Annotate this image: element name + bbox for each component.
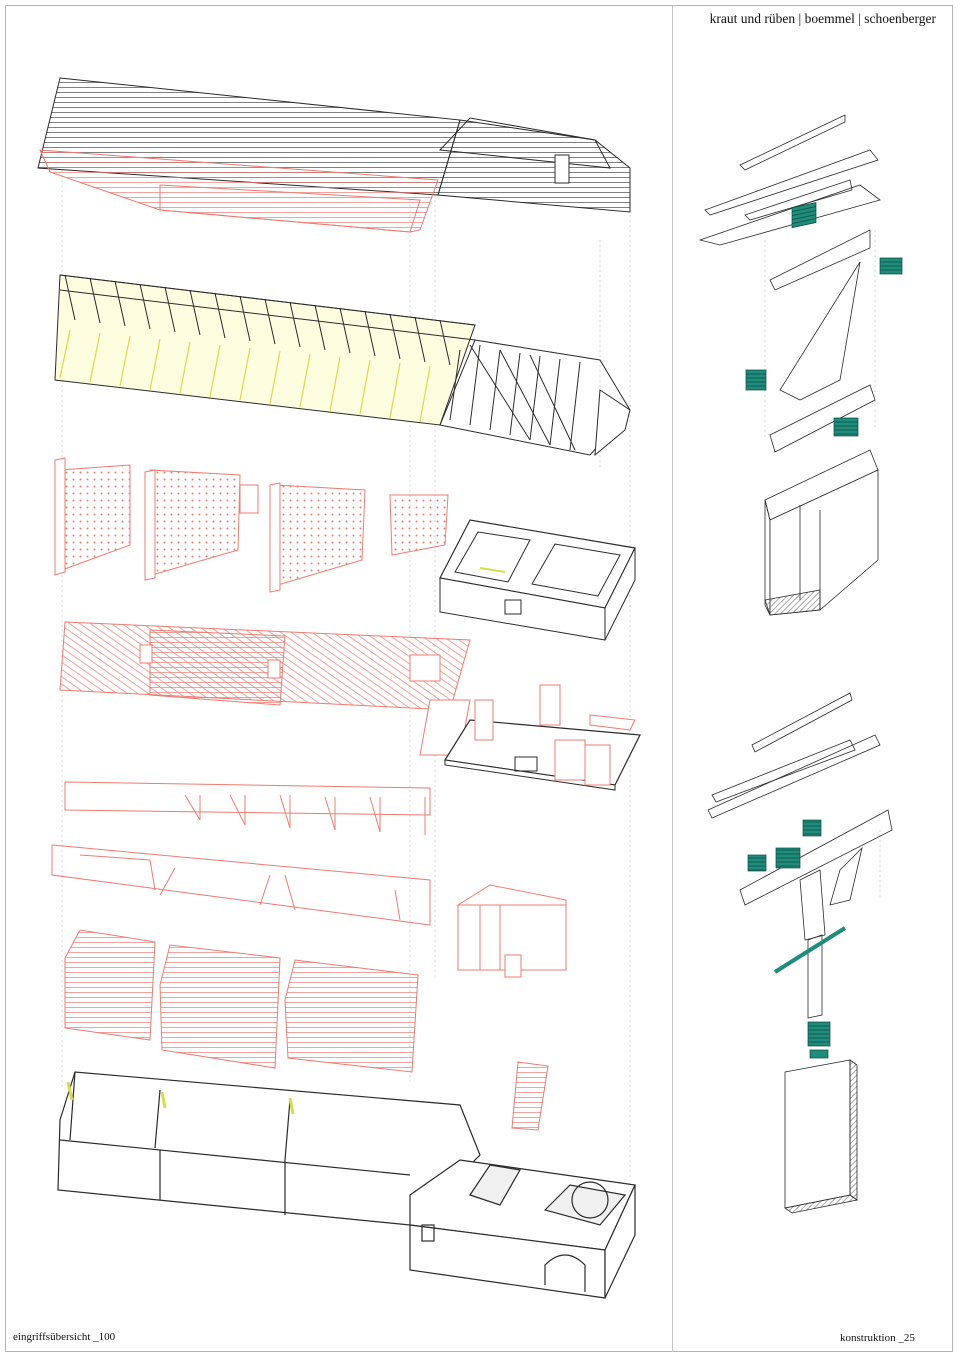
layer-roof-structure: [54, 274, 631, 457]
connection-detail-lower: [707, 692, 893, 1214]
layer-gable-frames: [64, 929, 549, 1131]
connection-detail-upper: [698, 114, 903, 616]
layer-roof-covering: [37, 77, 631, 233]
layer-base-building: [57, 1071, 636, 1299]
layer-interior-floors: [59, 621, 641, 791]
sheet-frame: [5, 5, 953, 1352]
footer-right-label: konstruktion _25: [840, 1332, 915, 1344]
footer-left-label: eingriffsübersicht _100: [13, 1331, 116, 1343]
project-title: kraut und rüben | boemmel | schoenberger: [709, 11, 936, 26]
layer-partition-walls: [54, 457, 636, 641]
layer-beam-assembly: [51, 781, 567, 978]
panel-divider: [672, 5, 673, 1352]
